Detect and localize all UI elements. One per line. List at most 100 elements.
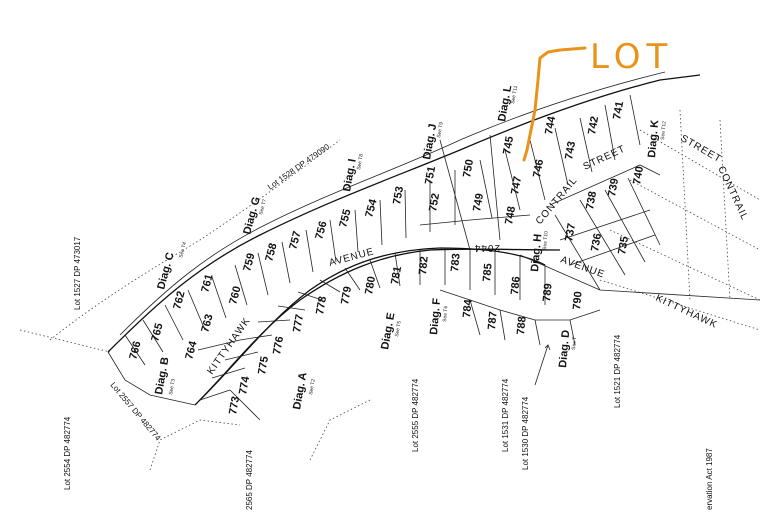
parcel-lot-1521: Lot 1521 DP 482774 bbox=[613, 334, 622, 408]
east-lot-dividers bbox=[519, 164, 761, 301]
lot-779: 779 bbox=[339, 285, 354, 305]
lot-754: 754 bbox=[363, 197, 380, 219]
street-label-contrail-east: CONTRAIL bbox=[715, 165, 750, 223]
parcel-lot-1530: Lot 1530 DP 482774 bbox=[521, 396, 530, 470]
lot-783: 783 bbox=[449, 253, 463, 272]
lot-790: 790 bbox=[571, 291, 585, 310]
lower-lot-dividers bbox=[197, 248, 601, 421]
parcel-lot-1527: Lot 1527 DP 473017 bbox=[73, 236, 82, 310]
lot-766: 766 bbox=[127, 340, 143, 361]
diag-f-label: Diag. F bbox=[428, 297, 443, 335]
lot-739: 739 bbox=[606, 177, 621, 197]
diag-h-label: Diag. H bbox=[529, 233, 544, 272]
diag-b-see: See T3 bbox=[168, 378, 177, 395]
dotted-boundary-d bbox=[309, 399, 371, 461]
diagram-labels: Diag. A See T2 Diag. B See T3 Diag. C Se… bbox=[153, 84, 668, 410]
lot-781: 781 bbox=[389, 265, 404, 285]
lot-777: 777 bbox=[291, 313, 306, 333]
diag-j-see: See T9 bbox=[436, 121, 445, 138]
street-label-street-east: STREET bbox=[679, 133, 724, 165]
lot-753: 753 bbox=[391, 185, 406, 205]
lot-743: 743 bbox=[563, 140, 578, 160]
diag-a-see: See T2 bbox=[308, 378, 317, 395]
lot-757: 757 bbox=[287, 230, 303, 251]
lot-745: 745 bbox=[501, 135, 516, 155]
lot-738: 738 bbox=[584, 190, 599, 210]
lot-752: 752 bbox=[427, 192, 442, 212]
diag-j-label: Diag. J bbox=[421, 123, 439, 161]
lots-outer-boundary bbox=[107, 351, 196, 406]
lot-775: 775 bbox=[256, 355, 271, 375]
lot-763: 763 bbox=[199, 313, 215, 334]
dotted-east-roads bbox=[599, 109, 761, 331]
diag-k-see: See T12 bbox=[660, 121, 668, 140]
lot-761: 761 bbox=[199, 273, 215, 294]
diag-i-see: See T8 bbox=[356, 153, 365, 170]
road-upper-edge bbox=[119, 71, 666, 336]
lot-778: 778 bbox=[314, 295, 329, 315]
lot-746: 746 bbox=[531, 158, 546, 178]
lot-786: 786 bbox=[509, 276, 523, 295]
lot-765: 765 bbox=[149, 322, 165, 343]
lot-748: 748 bbox=[503, 205, 518, 225]
dotted-boundary-b bbox=[19, 329, 111, 353]
lot-789: 789 bbox=[541, 283, 555, 302]
lot-751: 751 bbox=[423, 165, 438, 185]
annotation-pointer-line bbox=[522, 46, 587, 162]
lot-744: 744 bbox=[543, 114, 558, 135]
lot-747: 747 bbox=[509, 175, 524, 195]
street-label-avenue: AVENUE bbox=[328, 246, 376, 269]
lot-758: 758 bbox=[263, 242, 279, 263]
lot-742: 742 bbox=[586, 115, 601, 135]
upper-lot-dividers bbox=[124, 94, 641, 366]
lot-784: 784 bbox=[461, 298, 475, 318]
lot-749: 749 bbox=[471, 192, 486, 212]
lot-787: 787 bbox=[486, 311, 500, 330]
lot-780: 780 bbox=[363, 275, 378, 295]
diag-f-see: See T6 bbox=[442, 305, 449, 322]
annotation-lot-text: LOT bbox=[590, 37, 673, 77]
lot-759: 759 bbox=[241, 252, 257, 273]
lot-773: 773 bbox=[227, 395, 242, 415]
parcel-lot-1531: Lot 1531 DP 482774 bbox=[501, 378, 510, 452]
dotted-boundary-c bbox=[149, 419, 241, 471]
street-label-kittyhawk-east: KITTYHAWK bbox=[654, 293, 719, 331]
diag-c-see: See T4 bbox=[178, 241, 188, 258]
road-boundary-inner bbox=[199, 247, 546, 401]
lot-740: 740 bbox=[631, 165, 646, 185]
diag-a-label: Diag. A bbox=[291, 371, 309, 410]
street-label-street: STREET bbox=[582, 144, 628, 173]
parcel-act-note: ervation Act 1987 bbox=[705, 448, 714, 510]
dotted-boundary-a bbox=[49, 139, 341, 341]
lot-741: 741 bbox=[611, 100, 626, 120]
lot-782: 782 bbox=[417, 256, 431, 275]
diag-k-label: Diag. K bbox=[646, 119, 661, 158]
lot-737: 737 bbox=[563, 222, 578, 242]
parcel-lot-1528: Lot 1528 DP 479090 bbox=[266, 142, 332, 192]
lot-755: 755 bbox=[337, 208, 353, 229]
lot-762: 762 bbox=[171, 290, 187, 311]
diag-i-label: Diag. I bbox=[341, 158, 359, 193]
upper-lot-numbers: 766 765 762 761 760 759 758 757 756 755 … bbox=[127, 100, 626, 360]
lot-774: 774 bbox=[237, 374, 252, 395]
diag-d-see: See T bbox=[571, 336, 578, 350]
road-boundary-north bbox=[107, 74, 701, 353]
diag-g-label: Diag. G bbox=[241, 195, 263, 235]
lot-750: 750 bbox=[461, 158, 476, 178]
diagram-arrows bbox=[534, 344, 551, 386]
parcel-lot-2555: Lot 2555 DP 482774 bbox=[411, 378, 420, 452]
east-lot-numbers: 740 739 738 737 736 735 bbox=[563, 165, 646, 255]
lot-776: 776 bbox=[271, 335, 286, 355]
lot-756: 756 bbox=[313, 220, 329, 241]
diag-e-see: See T5 bbox=[394, 320, 403, 337]
diag-l-see: See T11 bbox=[510, 85, 519, 104]
diag-h-see: See T10 bbox=[542, 231, 550, 250]
lot-760: 760 bbox=[227, 285, 243, 306]
lower-lot-numbers: 773 774 775 776 777 778 779 780 781 782 … bbox=[183, 253, 584, 416]
lot-785: 785 bbox=[481, 263, 495, 282]
parcel-lot-2565: 2565 DP 482774 bbox=[245, 450, 254, 510]
parcel-lot-2554: Lot 2554 DP 482774 bbox=[63, 416, 72, 490]
diag-d-label: Diag. D bbox=[557, 329, 572, 368]
street-label-avenue-east: AVENUE bbox=[559, 254, 606, 280]
